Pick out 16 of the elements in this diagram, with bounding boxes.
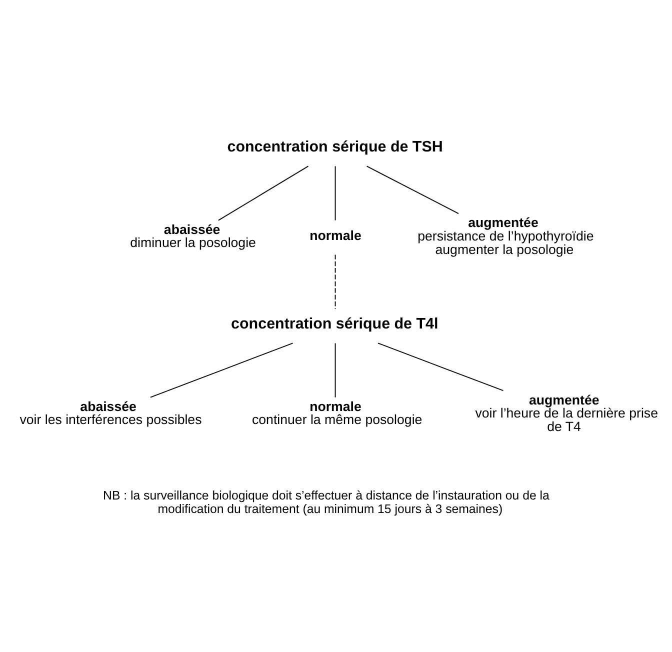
connector [334, 254, 336, 310]
node-text: abaissée voir les interférences possibles [20, 398, 202, 428]
label: NB : la surveillance biologique doit s’effectuer à distance de l’instauration ou de la modification du traitement (au minimum 15 jours à 3 semaines) [103, 488, 550, 516]
node-text: normale continuer la même posologie [252, 398, 422, 428]
connector [366, 166, 459, 214]
connector [334, 342, 336, 398]
node-text: abaissée diminuer la posologie [130, 222, 256, 250]
node-text: augmentée persistance de l’hypothyroïdie augmenter la posologie [418, 215, 594, 257]
connector [150, 342, 294, 398]
node-text: normale [310, 228, 362, 244]
connector [334, 166, 336, 221]
node-text: augmentée voir l’heure de la dernière prise de T4 [475, 392, 658, 434]
connector [378, 342, 504, 392]
connector [218, 166, 309, 221]
node-text: concentration sérique de TSH [227, 138, 443, 156]
node-text: concentration sérique de T4l [231, 316, 438, 333]
